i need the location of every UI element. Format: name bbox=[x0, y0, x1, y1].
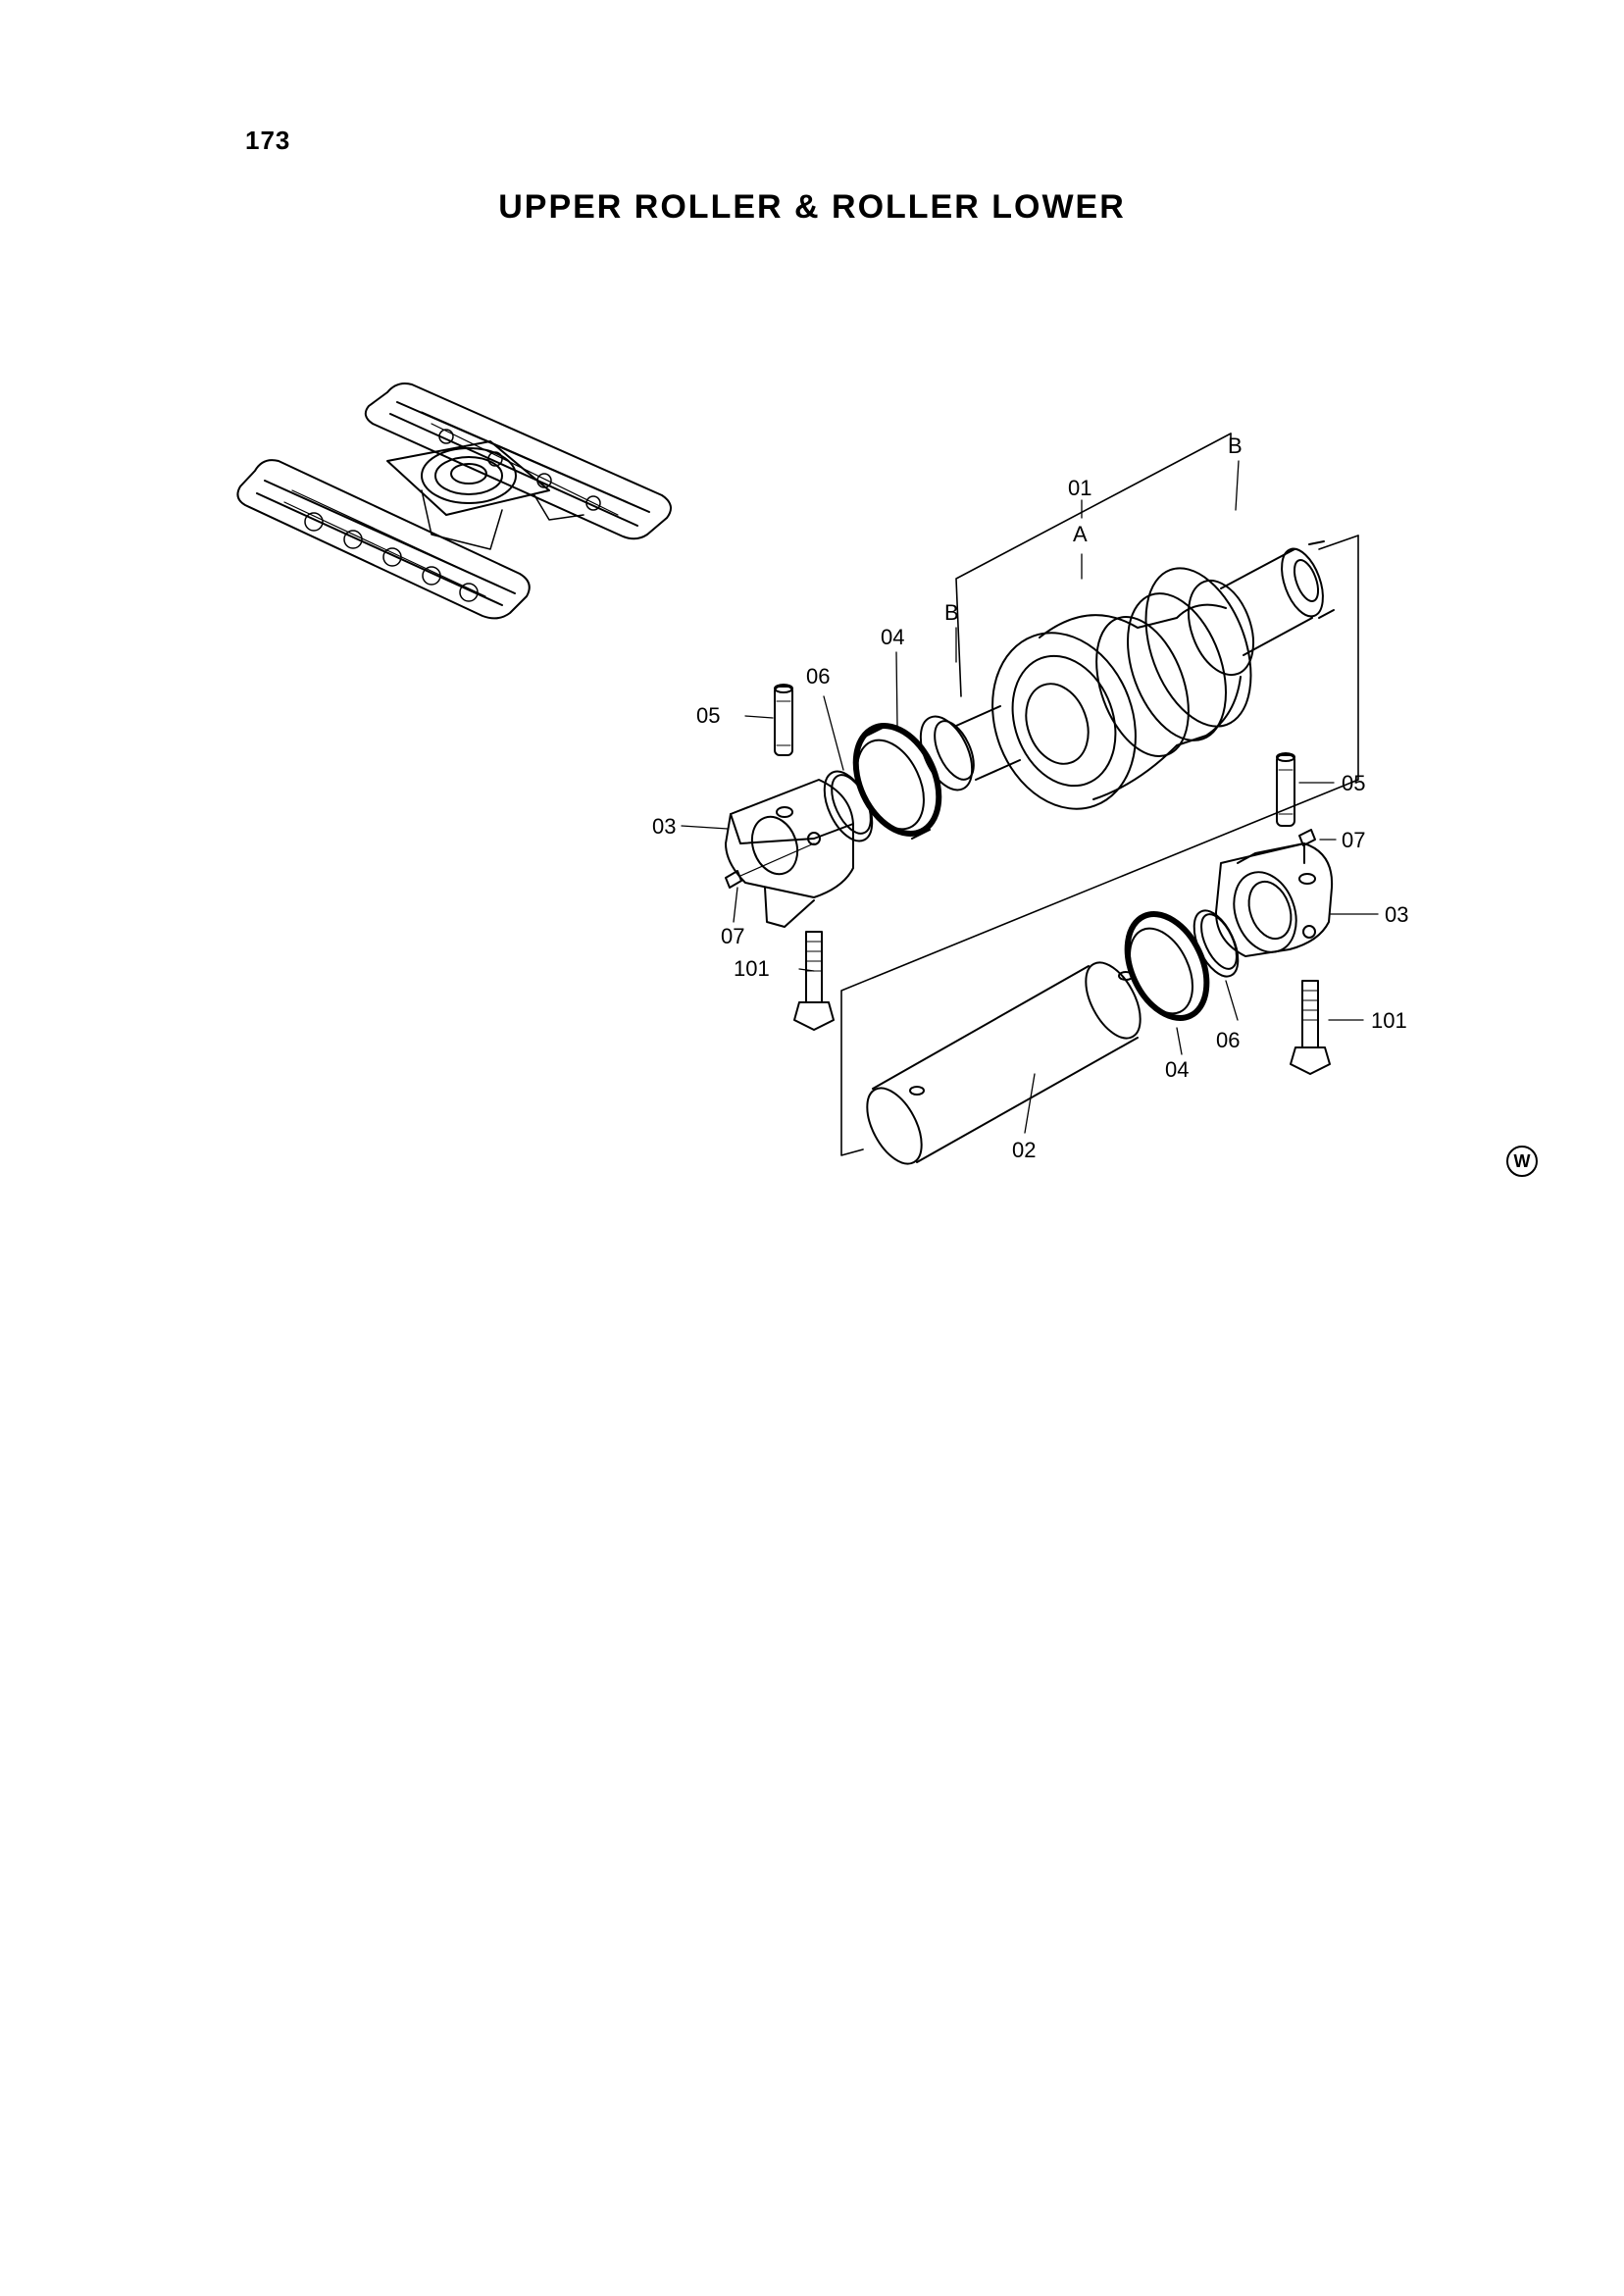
floating-seal-bottom bbox=[1124, 911, 1210, 1021]
o-ring-bottom bbox=[1193, 909, 1240, 978]
callout-A: A bbox=[1073, 522, 1088, 546]
callout-B-left: B bbox=[944, 600, 959, 625]
thrust-ring-left bbox=[919, 715, 975, 791]
callout-06-bottom: 06 bbox=[1216, 1028, 1240, 1052]
floating-seal-top bbox=[852, 723, 942, 840]
callout-B-top: B bbox=[1228, 434, 1243, 458]
roller-shaft bbox=[866, 961, 1142, 1165]
plug-left bbox=[725, 842, 815, 889]
bolt-right bbox=[1290, 980, 1331, 1075]
callout-02: 02 bbox=[1012, 1138, 1036, 1162]
callout-04-top: 04 bbox=[881, 625, 904, 649]
plug-right bbox=[1298, 829, 1316, 846]
bracket-right bbox=[1215, 842, 1334, 957]
callout-05-left: 05 bbox=[696, 703, 720, 728]
callout-05-right: 05 bbox=[1342, 771, 1365, 795]
callout-leader-lines bbox=[681, 460, 1379, 1134]
page-title: UPPER ROLLER & ROLLER LOWER bbox=[498, 188, 1126, 226]
bracket-left bbox=[725, 779, 854, 928]
o-ring-top bbox=[823, 770, 874, 842]
spring-pin-left bbox=[774, 684, 793, 756]
page-number: 173 bbox=[245, 126, 291, 155]
w-circle-mark: W bbox=[1506, 1146, 1538, 1177]
callout-03-left: 03 bbox=[652, 814, 676, 839]
callout-04-bottom: 04 bbox=[1165, 1057, 1189, 1082]
callout-01: 01 bbox=[1068, 476, 1091, 500]
callout-07-right: 07 bbox=[1342, 828, 1365, 852]
callout-101-left: 101 bbox=[734, 956, 770, 981]
callout-07-left: 07 bbox=[721, 924, 744, 948]
assembly-outline-bracket bbox=[840, 433, 1359, 1156]
callout-03-right: 03 bbox=[1385, 902, 1408, 927]
bolt-left bbox=[793, 931, 835, 1031]
callout-06-top: 06 bbox=[806, 664, 830, 689]
spring-pin-right bbox=[1276, 752, 1295, 827]
callout-101-right: 101 bbox=[1371, 1008, 1407, 1033]
upper-roller-body bbox=[955, 540, 1335, 810]
undercarriage-overview-illustration bbox=[236, 383, 672, 620]
